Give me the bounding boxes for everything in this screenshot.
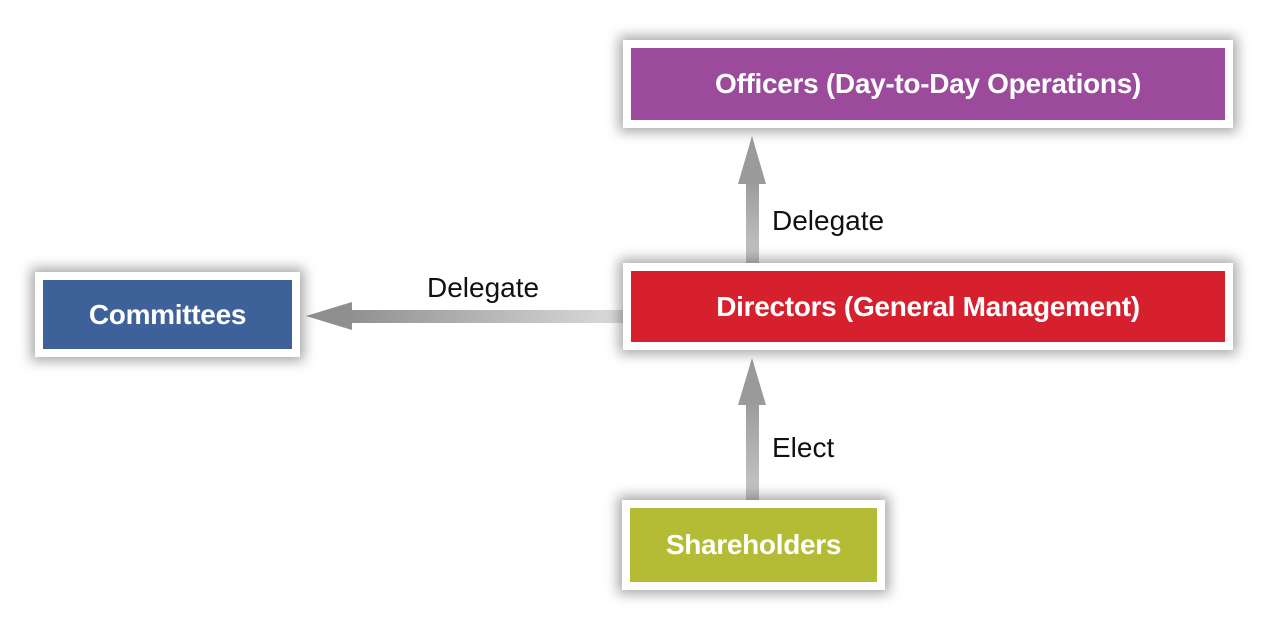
officers-label: Officers (Day-to-Day Operations): [631, 48, 1225, 120]
edge-label-delegate-committees: Delegate: [427, 272, 540, 303]
directors-label: Directors (General Management): [631, 271, 1225, 342]
directors-box: Directors (General Management): [623, 263, 1233, 350]
shareholders-box: Shareholders: [622, 500, 885, 590]
arrow-shareholders-to-directors: [738, 358, 766, 500]
officers-box: Officers (Day-to-Day Operations): [623, 40, 1233, 128]
shareholders-label: Shareholders: [630, 508, 877, 582]
edge-label-delegate-officers: Delegate: [772, 205, 885, 236]
edge-label-elect: Elect: [772, 432, 835, 463]
arrow-directors-to-officers: [738, 136, 766, 264]
arrow-directors-to-committees: [306, 302, 625, 330]
committees-box: Committees: [35, 272, 300, 357]
committees-label: Committees: [43, 280, 292, 349]
